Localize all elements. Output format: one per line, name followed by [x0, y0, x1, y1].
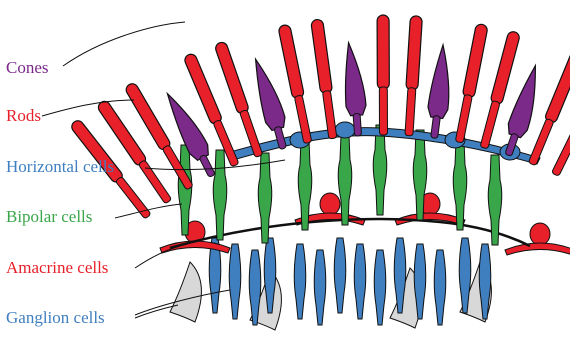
label-rods: Rods	[6, 106, 41, 126]
label-cones: Cones	[6, 58, 49, 78]
rod-outer-segment	[183, 52, 223, 125]
ganglion-cell	[314, 250, 326, 325]
rod-cell	[403, 16, 423, 137]
cone-inner-segment	[353, 113, 362, 136]
cone-inner-segment	[199, 154, 215, 177]
label-amacrine-cells: Amacrine cells	[6, 258, 108, 278]
ganglion-cell	[229, 244, 241, 319]
rod-outer-segment	[377, 15, 389, 89]
amacrine-cell-body	[320, 193, 340, 215]
rod-inner-segment	[528, 118, 554, 165]
bipolar-cell	[213, 150, 227, 240]
amacrine-cell-body	[530, 223, 550, 245]
rod-inner-segment	[138, 160, 172, 204]
rods-leader	[42, 100, 134, 116]
horizontal-cell-body	[335, 122, 355, 138]
bipolar-cell	[373, 125, 387, 215]
rod-inner-segment	[379, 87, 387, 135]
ganglion-cell	[354, 244, 366, 319]
ganglion-cell	[294, 244, 306, 319]
rod-inner-segment	[405, 88, 416, 136]
cone-outer-segment	[342, 42, 367, 116]
rod-outer-segment	[214, 41, 250, 115]
bipolar-cell	[178, 145, 192, 235]
rod-inner-segment	[480, 100, 500, 148]
rod-outer-segment	[544, 51, 570, 124]
rod-cell	[377, 15, 389, 135]
bipolar-cell	[338, 135, 352, 225]
rod-inner-segment	[455, 94, 472, 143]
cones-leader	[63, 22, 185, 66]
rod-outer-segment	[462, 23, 488, 98]
ganglion-cell	[434, 250, 446, 325]
rod-outer-segment	[490, 30, 521, 105]
rod-cell	[96, 99, 173, 205]
rod-outer-segment	[278, 24, 305, 99]
label-bipolar-cells: Bipolar cells	[6, 207, 92, 227]
amacrine-cell-process	[505, 243, 570, 255]
rod-inner-segment	[552, 130, 570, 177]
rod-cell	[453, 23, 488, 143]
rod-outer-segment	[406, 16, 423, 91]
cone-cell	[424, 44, 456, 139]
cone-outer-segment	[249, 56, 288, 132]
ganglion-cell-layer	[209, 238, 491, 325]
ganglion-cell	[334, 238, 346, 313]
label-horizontal-cells: Horizontal cells	[6, 157, 114, 177]
bipolar-cell	[258, 153, 272, 243]
cone-outer-segment	[427, 44, 456, 119]
cone-outer-segment	[505, 63, 547, 139]
label-ganglion-cells: Ganglion cells	[6, 308, 105, 328]
ganglion-cell	[374, 250, 386, 325]
rod-inner-segment	[115, 176, 151, 219]
rod-cell	[311, 19, 339, 140]
muller-glia	[170, 262, 201, 322]
rod-outer-segment	[311, 19, 333, 94]
